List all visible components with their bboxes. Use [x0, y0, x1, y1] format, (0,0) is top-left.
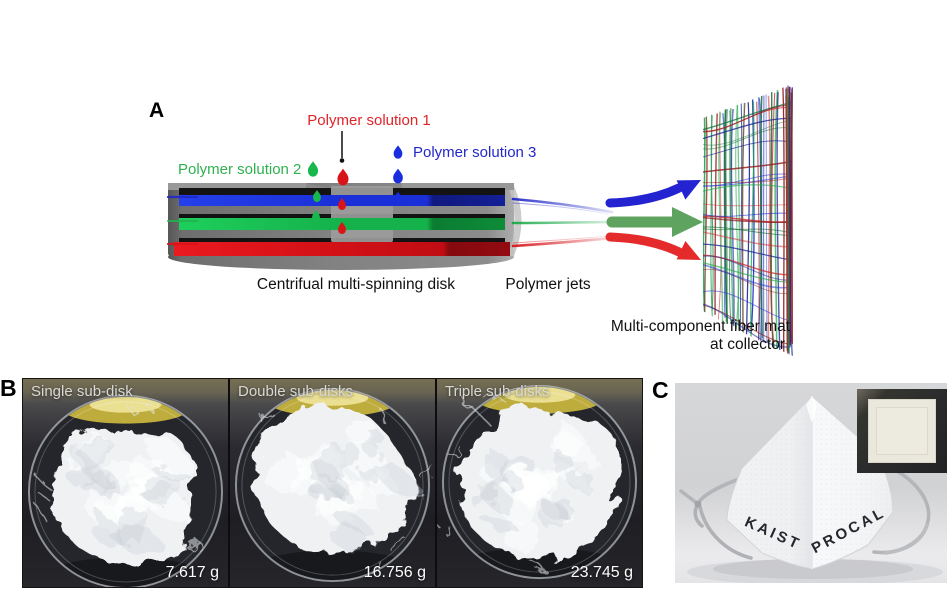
solution1-pointer: [339, 131, 345, 163]
fiber-mat: [703, 85, 793, 356]
petri-dish-photo-graphic: [437, 379, 642, 587]
mask-photo: KAIST PROCAL: [675, 383, 947, 583]
face-mask-graphic: [679, 394, 943, 583]
polymer-droplets: [307, 145, 403, 234]
fiber-mat-caption-line1: Multi-component fiber mat: [610, 318, 790, 335]
panel-b-label: B: [0, 375, 17, 401]
centrifugal-spinning-diagram: [166, 85, 793, 356]
panel-a-label: A: [149, 99, 165, 122]
photo-weight: 16.756 g: [363, 564, 426, 581]
sub-disk-photo-strip: Single sub-disk 7.617 g Double sub-disks…: [22, 378, 643, 588]
disk-caption: Centrifual multi-spinning disk: [256, 276, 456, 293]
fiber-mat-caption: Multi-component fiber mat at collector: [580, 318, 790, 354]
ear-straps-front: [693, 500, 929, 560]
photo-title: Triple sub-disks: [445, 383, 550, 400]
photo-single-sub-disk: Single sub-disk 7.617 g: [23, 379, 228, 587]
petri-dish-photo-graphic: [23, 379, 228, 587]
polymer-solution-1-label: Polymer solution 1: [307, 112, 431, 129]
fiber-mat-inset-photo: [857, 389, 947, 473]
photo-triple-sub-disks: Triple sub-disks 23.745 g: [437, 379, 642, 587]
photo-weight: 23.745 g: [570, 564, 633, 581]
inset-fiber-mat-square: [868, 399, 936, 463]
fiber-mat-caption-line2: at collector: [710, 336, 785, 353]
petri-dish-photo-graphic: [230, 379, 435, 587]
panel-c-label: C: [652, 377, 669, 403]
photo-title: Double sub-disks: [238, 383, 354, 400]
inset-fiber-mat-inner: [876, 407, 928, 455]
polymer-jets-caption: Polymer jets: [505, 276, 591, 293]
photo-weight: 7.617 g: [165, 564, 219, 581]
photo-title: Single sub-disk: [31, 383, 133, 400]
polymer-solution-3-label: Polymer solution 3: [413, 144, 537, 161]
polymer-solution-2-label: Polymer solution 2: [178, 161, 302, 178]
photo-double-sub-disks: Double sub-disks 16.756 g: [230, 379, 435, 587]
polymer-jets-lines: [166, 195, 618, 248]
jet-arrows: [605, 180, 703, 260]
